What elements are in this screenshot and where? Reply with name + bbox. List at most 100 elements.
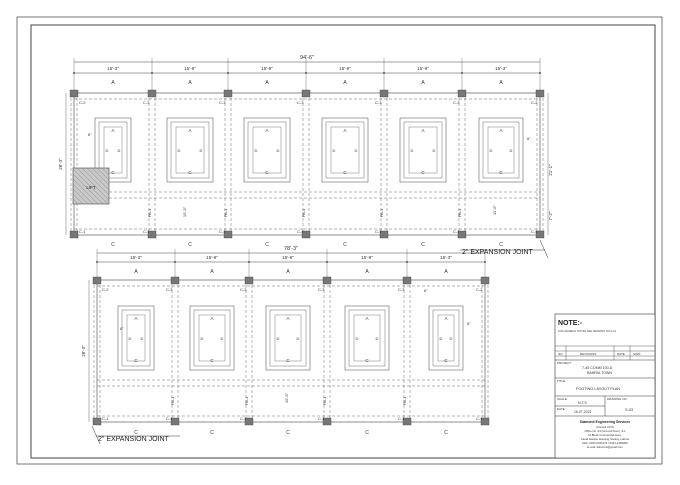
project-line-2: BAHRIA TOWN [587, 371, 612, 375]
column-label-bottom: C-1 [166, 416, 173, 421]
footing-pad-inner [121, 309, 151, 367]
small-dim-text: 6" [467, 321, 471, 326]
section-mark-c: C [365, 430, 369, 436]
footing-pad-inner [193, 309, 231, 367]
column-top [402, 276, 412, 285]
column-top [535, 89, 545, 98]
footing-label-c: C [421, 170, 425, 175]
footing-pad-outer [243, 117, 291, 183]
footing-label-c: C [343, 170, 347, 175]
footing-label-d: D [255, 148, 258, 153]
section-mark-a: A [111, 80, 115, 86]
column-label-bottom: C-1 [79, 229, 86, 234]
small-dim-text: 6" [424, 288, 428, 293]
column-label-top: C-3 [375, 100, 382, 105]
column-bottom [402, 417, 412, 426]
footing-pad-inner [482, 121, 520, 179]
lift-hatch [72, 188, 89, 205]
column-label-top: C-3 [143, 100, 150, 105]
rev-header-revisions: REVISIONS [580, 352, 596, 356]
column-bottom [69, 230, 79, 239]
overall-dim-text: 78'-3" [284, 246, 298, 252]
column-label-top: C-3 [219, 100, 226, 105]
footing-label-d: D [355, 148, 358, 153]
column-label-top: C-3 [318, 287, 325, 292]
lift-hatch [91, 167, 110, 186]
upper-expansion-joint-label: 2" EXPANSION JOINT [462, 249, 534, 256]
firm-line-5: Canal Garden Housing Society, Lahore [581, 437, 630, 441]
footing-pad-outer [166, 117, 214, 183]
column-top [379, 89, 389, 98]
column-top [457, 89, 467, 98]
section-mark-c: C [188, 242, 192, 248]
lift-label: LIFT [86, 185, 96, 190]
footing-pad-inner [269, 309, 307, 367]
section-mark-c: C [286, 430, 290, 436]
footing-label-d: D [440, 336, 443, 341]
small-dim-text: 6" [527, 136, 531, 141]
footing-pad-inner [432, 309, 460, 367]
footing-label-d: D [178, 148, 181, 153]
span-dim-text: 15'-9" [206, 255, 218, 260]
footing-pedestal [353, 314, 381, 362]
date-label: DATE: [557, 407, 566, 411]
footing-pedestal [437, 314, 455, 362]
column-label-bottom: C-1 [375, 229, 382, 234]
column-bottom [147, 230, 157, 239]
section-mark-a: A [286, 269, 290, 275]
column-label-bottom: C-1 [453, 229, 460, 234]
section-mark-a: A [365, 269, 369, 275]
footing-pedestal [126, 314, 146, 362]
drawing-no-value: S-03 [625, 408, 633, 412]
footing-label-c: C [134, 358, 138, 363]
column-bottom [301, 230, 311, 239]
dim-tick [383, 72, 385, 74]
beam-label: FB-1 [301, 208, 306, 217]
footing-label-c: C [365, 358, 369, 363]
dim-tick [174, 261, 176, 263]
footing-pad-outer [117, 305, 155, 371]
lift-hatch [81, 167, 110, 196]
note-heading: NOTE:- [558, 320, 583, 327]
footing-label-d: D [221, 336, 224, 341]
footing-label-d: D [376, 336, 379, 341]
column-label-bottom: C-1 [143, 229, 150, 234]
column-label-bottom: C-1 [398, 416, 405, 421]
footing-pad-outer [399, 117, 447, 183]
span-dim-text: 15'-3" [130, 255, 142, 260]
dim-tick [326, 261, 328, 263]
column-label-top: C-2 [476, 287, 483, 292]
dim-tick [151, 72, 153, 74]
section-mark-a: A [188, 80, 192, 86]
footing-pedestal [487, 126, 515, 174]
small-dim-text: 10'-3" [182, 206, 187, 217]
dim-tick [461, 72, 463, 74]
note-text: FOR GENERAL NOTES SEE DRAWING NO.S-01 [558, 329, 617, 333]
firm-line-4: M-Block Commercial Area, [588, 433, 621, 437]
lower-expansion-joint-label: 2" EXPANSION JOINT [98, 436, 170, 443]
plan-outline [96, 279, 486, 423]
lift-hatch [72, 173, 104, 205]
footing-label-a: A [265, 128, 268, 133]
span-dim-text: 15'-9" [261, 66, 273, 71]
lift-hatch [101, 167, 110, 176]
dim-tick [406, 261, 408, 263]
footing-label-d: D [141, 336, 144, 341]
footing-pad-outer [189, 305, 235, 371]
dim-tick [305, 72, 307, 74]
lower-expansion-joint-tick [91, 425, 101, 445]
section-mark-c: C [444, 430, 448, 436]
column-label-top: C-3 [297, 100, 304, 105]
small-dim-text: 6" [120, 326, 124, 331]
footing-label-a: A [134, 316, 137, 321]
span-dim-text: 15'-3" [440, 255, 452, 260]
footing-label-d: D [200, 148, 203, 153]
lift-hatch [106, 167, 110, 171]
section-mark-c: C [343, 242, 347, 248]
footing-label-a: A [343, 128, 346, 133]
rev-header-sign: SIGN. [633, 352, 641, 356]
footing-pedestal [274, 314, 302, 362]
footing-pad-outer [321, 117, 369, 183]
firm-line-6: Mob: 0333-2341474 / 0331-1469005 [582, 441, 628, 445]
span-dim-text: 15'-9" [282, 255, 294, 260]
